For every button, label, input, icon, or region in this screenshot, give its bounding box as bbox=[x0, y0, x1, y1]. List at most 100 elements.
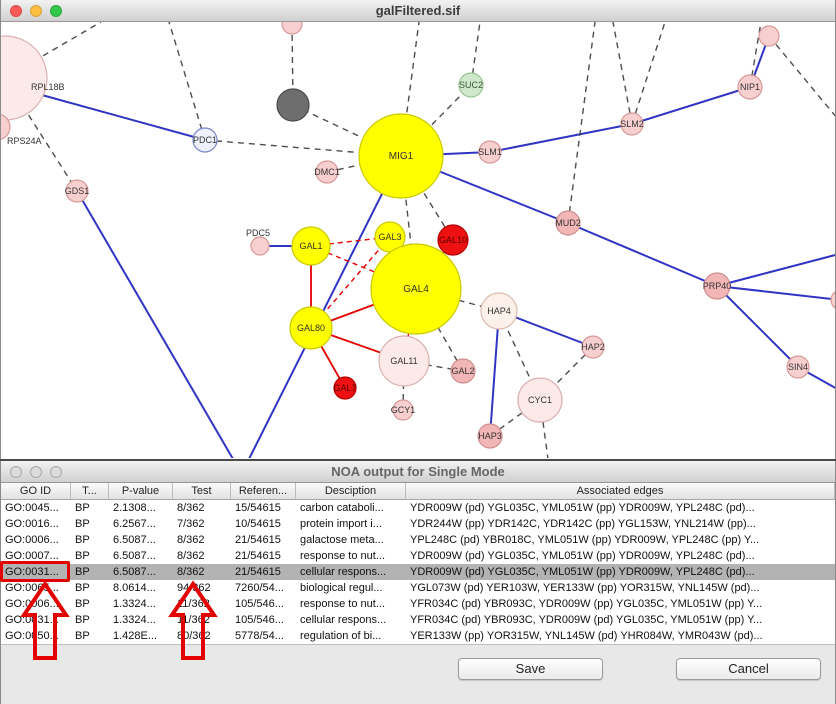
table-cell: GO:0007... bbox=[5, 550, 59, 562]
network-node-gal80[interactable] bbox=[289, 306, 333, 350]
table-cell: BP bbox=[75, 614, 90, 626]
table-cell: 11/362 bbox=[177, 598, 210, 610]
network-node-suc2[interactable] bbox=[458, 72, 484, 98]
network-node-nip1[interactable] bbox=[737, 74, 763, 100]
network-node-gal4[interactable] bbox=[370, 243, 462, 335]
noa-window-titlebar[interactable]: NOA output for Single Mode bbox=[1, 461, 835, 483]
network-node-gal2[interactable] bbox=[450, 358, 476, 384]
network-node-right-edge-node[interactable] bbox=[830, 290, 835, 310]
node-label-hap4: HAP4 bbox=[487, 306, 511, 316]
network-edge bbox=[76, 190, 234, 458]
table-cell: 6.2567... bbox=[113, 518, 156, 530]
network-node-gal7[interactable] bbox=[333, 376, 357, 400]
table-cell: BP bbox=[75, 598, 90, 610]
network-node-cyc1[interactable] bbox=[517, 377, 563, 423]
network-node-gds1[interactable] bbox=[65, 179, 89, 203]
column-header[interactable]: Test bbox=[173, 483, 231, 499]
network-node-hap4[interactable] bbox=[480, 292, 518, 330]
table-cell: 1.3324... bbox=[113, 598, 156, 610]
network-node-rps24a[interactable] bbox=[1, 114, 11, 140]
network-node-gal11[interactable] bbox=[378, 335, 430, 387]
node-label-mud2: MUD2 bbox=[555, 218, 581, 228]
column-header[interactable]: Referen... bbox=[231, 483, 296, 499]
cancel-button[interactable]: Cancel bbox=[676, 658, 821, 680]
table-cell: YFR034C (pd) YBR093C, YDR009W (pd) YGL03… bbox=[410, 614, 763, 626]
column-header[interactable]: Desciption bbox=[296, 483, 406, 499]
table-cell: cellular respons... bbox=[300, 614, 387, 626]
node-label-dmc1: DMC1 bbox=[314, 167, 340, 177]
network-node-pdc1[interactable] bbox=[192, 127, 218, 153]
save-button[interactable]: Save bbox=[458, 658, 603, 680]
network-node-gal10[interactable] bbox=[437, 224, 469, 256]
table-cell: YDR244W (pp) YDR142C, YDR142C (pp) YGL15… bbox=[410, 518, 756, 530]
network-node-dark-node[interactable] bbox=[276, 88, 310, 122]
table-cell: BP bbox=[75, 630, 90, 642]
network-node-sin4[interactable] bbox=[786, 355, 810, 379]
node-label-rps24a: RPS24A bbox=[7, 136, 42, 146]
window-title: NOA output for Single Mode bbox=[331, 464, 505, 479]
column-header[interactable]: Associated edges bbox=[406, 483, 835, 499]
table-cell: 7260/54... bbox=[235, 582, 284, 594]
network-edge bbox=[248, 155, 402, 458]
minimize-button[interactable] bbox=[30, 466, 42, 478]
minimize-button[interactable] bbox=[30, 5, 42, 17]
node-label-gcy1: GCY1 bbox=[391, 405, 416, 415]
close-button[interactable] bbox=[10, 5, 22, 17]
table-cell: BP bbox=[75, 518, 90, 530]
network-node-hap3[interactable] bbox=[477, 423, 503, 449]
node-label-pdc1: PDC1 bbox=[193, 135, 217, 145]
network-node-gcy1[interactable] bbox=[392, 399, 414, 421]
close-button[interactable] bbox=[10, 466, 22, 478]
network-node-prp40[interactable] bbox=[703, 272, 731, 300]
column-header[interactable]: GO ID bbox=[1, 483, 71, 499]
table-cell: 7/362 bbox=[177, 518, 205, 530]
table-cell: response to nut... bbox=[300, 598, 385, 610]
network-node-hap2[interactable] bbox=[581, 335, 605, 359]
network-edge bbox=[631, 22, 666, 125]
network-node-rpl18b[interactable] bbox=[1, 35, 48, 121]
table-cell: 21/54615 bbox=[235, 566, 281, 578]
column-header[interactable]: T... bbox=[71, 483, 109, 499]
node-label-gal4: GAL4 bbox=[403, 284, 429, 295]
table-cell: YDR009W (pd) YGL035C, YML051W (pp) YDR00… bbox=[410, 550, 755, 562]
network-edge bbox=[567, 222, 718, 287]
network-node-top-node[interactable] bbox=[281, 22, 303, 35]
node-label-cyc1: CYC1 bbox=[528, 395, 552, 405]
zoom-button[interactable] bbox=[50, 466, 62, 478]
network-edge bbox=[612, 22, 633, 125]
network-window-titlebar[interactable]: galFiltered.sif bbox=[1, 0, 835, 22]
node-label-rpl18b: RPL18B bbox=[31, 82, 65, 92]
network-node-top-right-node[interactable] bbox=[758, 25, 780, 47]
network-edge bbox=[489, 310, 500, 437]
table-cell: 8/362 bbox=[177, 550, 205, 562]
network-node-mud2[interactable] bbox=[555, 210, 581, 236]
table-cell: BP bbox=[75, 550, 90, 562]
network-node-dmc1[interactable] bbox=[315, 160, 339, 184]
table-cell: BP bbox=[75, 502, 90, 514]
network-node-gal1[interactable] bbox=[291, 226, 331, 266]
network-node-slm2[interactable] bbox=[620, 112, 644, 136]
table-cell: 21/54615 bbox=[235, 550, 281, 562]
network-node-pdc5[interactable] bbox=[250, 236, 270, 256]
zoom-button[interactable] bbox=[50, 5, 62, 17]
network-node-slm1[interactable] bbox=[478, 140, 502, 164]
network-node-mig1[interactable] bbox=[358, 113, 444, 199]
network-edge bbox=[716, 254, 835, 287]
network-edge bbox=[4, 22, 102, 79]
network-edge bbox=[716, 285, 835, 301]
table-cell: 8/362 bbox=[177, 534, 205, 546]
table-cell: GO:0031... bbox=[5, 566, 59, 578]
column-header[interactable]: P-value bbox=[109, 483, 173, 499]
table-cell: 10/54615 bbox=[235, 518, 281, 530]
